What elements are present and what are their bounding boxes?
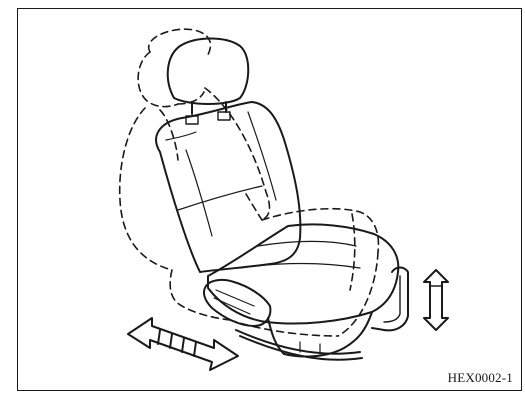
seat-cushion xyxy=(208,224,398,356)
backrest xyxy=(156,102,300,272)
reclined-position-outline xyxy=(120,29,379,336)
slide-arrow-icon xyxy=(128,318,238,370)
headrest xyxy=(168,39,249,125)
seat-rail xyxy=(236,330,362,360)
height-arrow-icon xyxy=(424,270,448,330)
recline-lever xyxy=(204,280,270,326)
figure-code-label: HEX0002-1 xyxy=(448,370,513,386)
height-lever xyxy=(372,268,408,331)
